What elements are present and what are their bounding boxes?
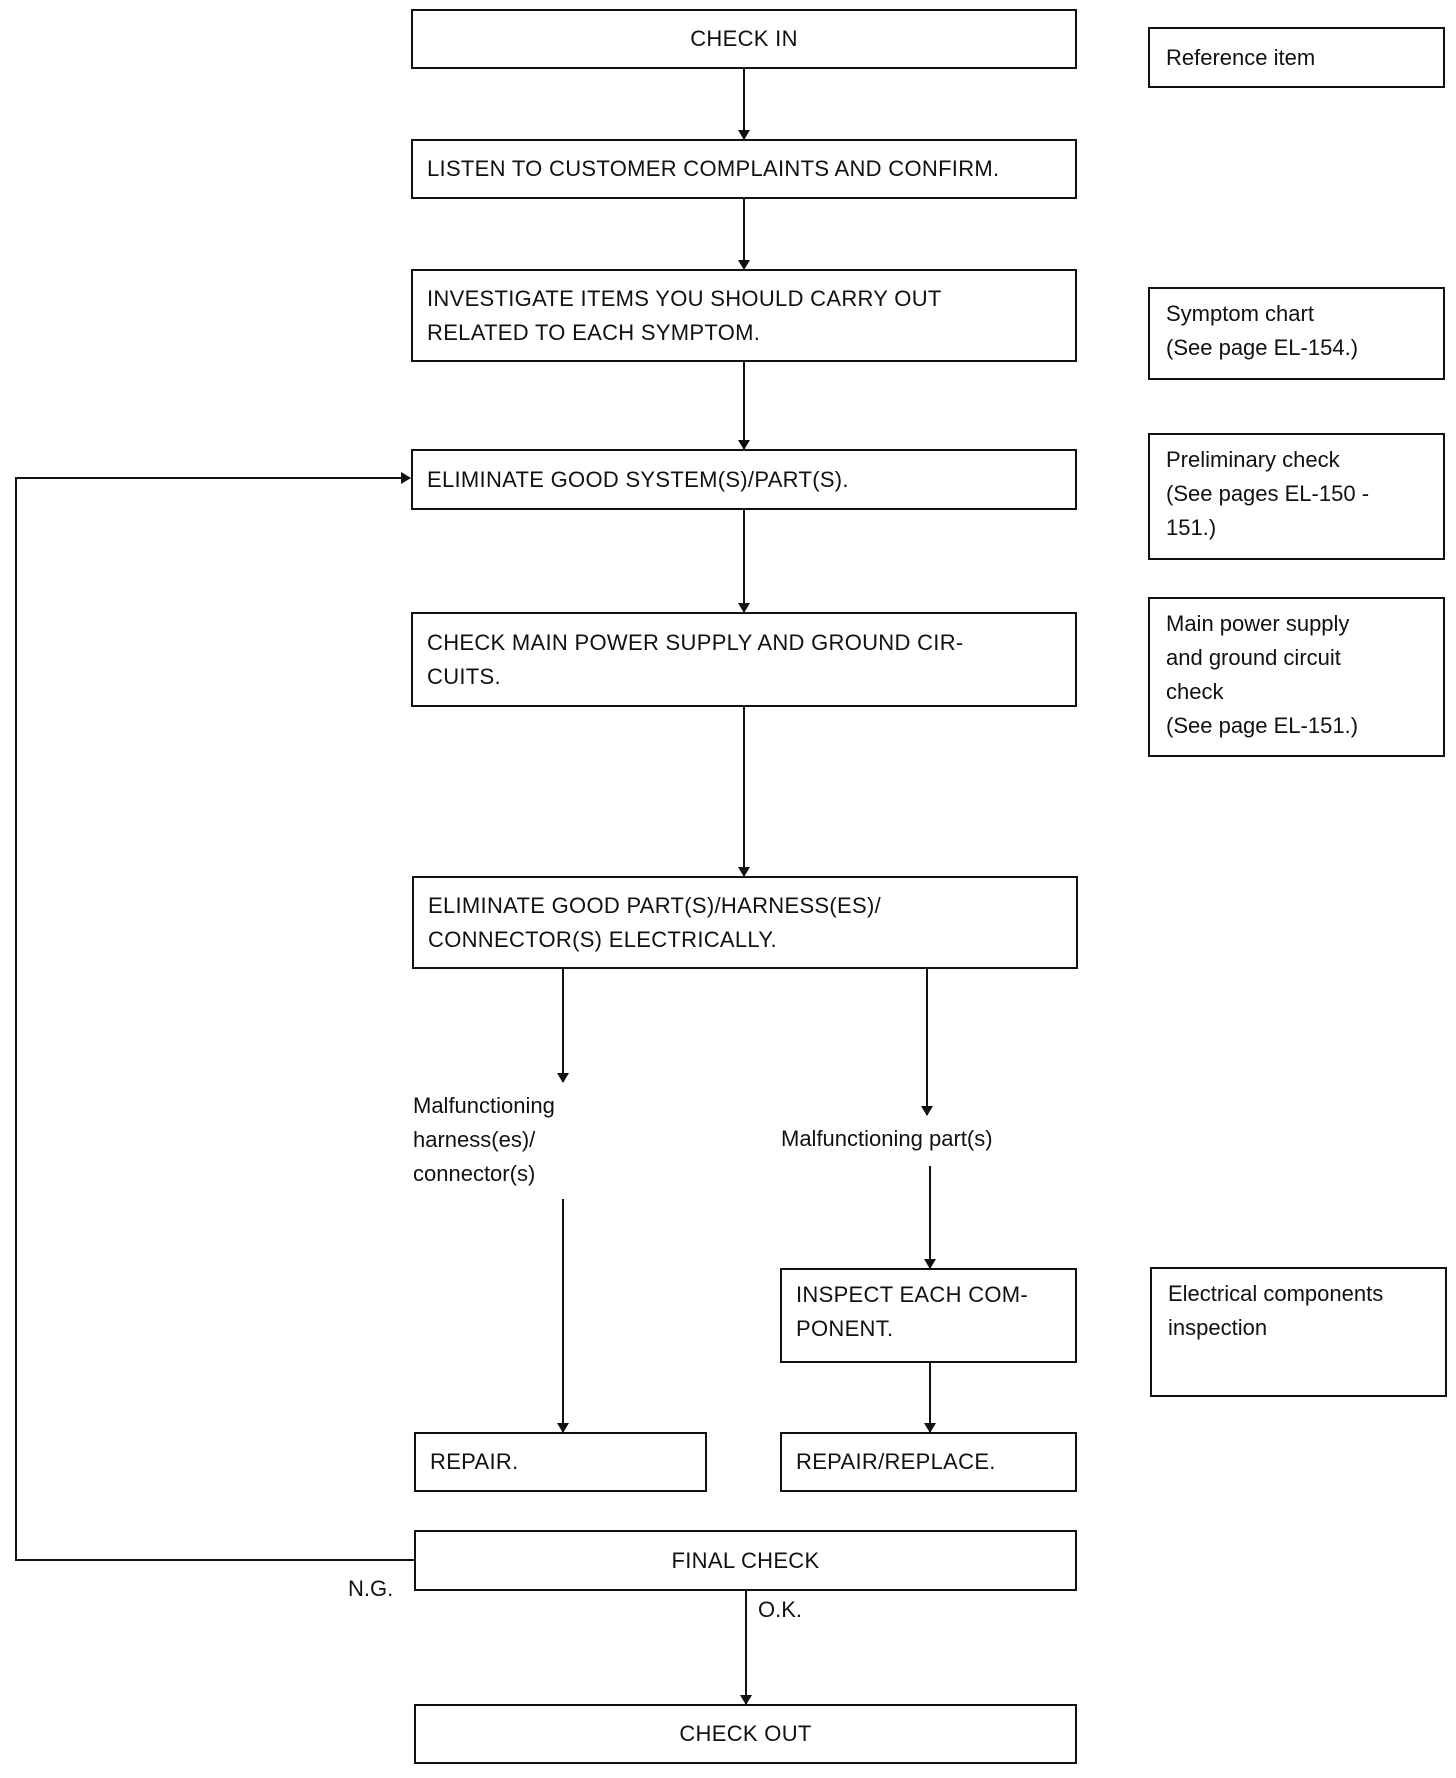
step-final-check: FINAL CHECK: [414, 1530, 1077, 1591]
step-listen: LISTEN TO CUSTOMER COMPLAINTS AND CONFIR…: [411, 139, 1077, 199]
step-check-power-ground: CHECK MAIN POWER SUPPLY AND GROUND CIR- …: [411, 612, 1077, 707]
label-malfunctioning-parts: Malfunctioning part(s): [781, 1126, 993, 1151]
label-ng: N.G.: [348, 1576, 394, 1601]
label-ok: O.K.: [758, 1597, 803, 1622]
reference-electrical-inspection: Electrical components inspection: [1150, 1267, 1447, 1397]
step-inspect-component: INSPECT EACH COM- PONENT.: [780, 1268, 1077, 1363]
reference-item-header: Reference item: [1148, 27, 1445, 88]
reference-symptom-chart: Symptom chart (See page EL-154.): [1148, 287, 1445, 380]
reference-power-ground-check: Main power supply and ground circuit che…: [1148, 597, 1445, 757]
step-eliminate-electrically: ELIMINATE GOOD PART(S)/HARNESS(ES)/ CONN…: [412, 876, 1078, 969]
step-repair: REPAIR.: [414, 1432, 707, 1492]
step-check-in: CHECK IN: [411, 9, 1077, 69]
step-repair-replace: REPAIR/REPLACE.: [780, 1432, 1077, 1492]
step-investigate: INVESTIGATE ITEMS YOU SHOULD CARRY OUT R…: [411, 269, 1077, 362]
label-malfunctioning-harness: Malfunctioning harness(es)/ connector(s): [413, 1093, 555, 1186]
step-check-out: CHECK OUT: [414, 1704, 1077, 1764]
arrow-ng-loop: [15, 472, 414, 1561]
reference-preliminary-check: Preliminary check (See pages EL-150 - 15…: [1148, 433, 1445, 560]
step-eliminate-systems: ELIMINATE GOOD SYSTEM(S)/PART(S).: [411, 449, 1077, 510]
